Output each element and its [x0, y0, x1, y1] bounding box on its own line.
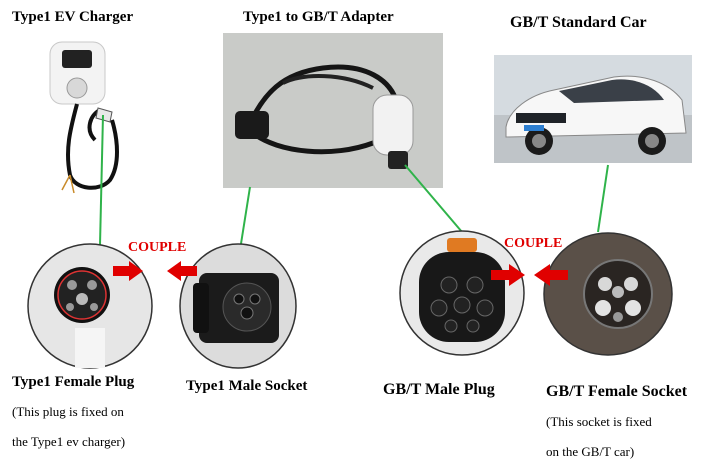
type1-female-plug-label: Type1 Female Plug	[12, 374, 135, 390]
type1-male-socket-label: Type1 Male Socket	[186, 378, 308, 394]
type1-female-note-line1: (This plug is fixed on	[12, 404, 124, 419]
adapter-title: Type1 to GB/T Adapter	[243, 9, 394, 25]
arrow-right-icon	[491, 264, 525, 286]
gbt-male-plug-label: GB/T Male Plug	[383, 381, 495, 398]
car-title: GB/T Standard Car	[510, 14, 647, 31]
arrow-right-icon	[113, 261, 143, 281]
gbt-female-socket-label: GB/T Female Socket	[546, 383, 688, 400]
gbt-female-note-line1: (This socket is fixed	[546, 414, 652, 429]
arrow-left-icon	[167, 261, 197, 281]
adapter-image	[223, 33, 443, 188]
type1-socket-icon	[179, 243, 297, 369]
ev-charger-icon	[49, 41, 119, 194]
gbt-female-note-line2: on the GB/T car)	[546, 444, 635, 459]
adapter-cable-icon	[235, 64, 414, 169]
gbt-socket-icon	[543, 232, 673, 356]
couple-label-left: COUPLE	[128, 240, 187, 255]
charger-title: Type1 EV Charger	[12, 9, 134, 25]
gbt-female-socket-image	[543, 232, 673, 356]
gbt-male-plug-image	[399, 230, 525, 356]
car-icon	[494, 55, 692, 163]
car-image	[494, 55, 692, 163]
arrow-left-icon	[534, 264, 568, 286]
type1-male-socket-image	[179, 243, 297, 369]
type1-female-note-line2: the Type1 ev charger)	[12, 434, 126, 449]
ev-charger-image	[40, 40, 150, 200]
gbt-plug-icon	[399, 230, 525, 356]
couple-label-right: COUPLE	[504, 236, 563, 251]
